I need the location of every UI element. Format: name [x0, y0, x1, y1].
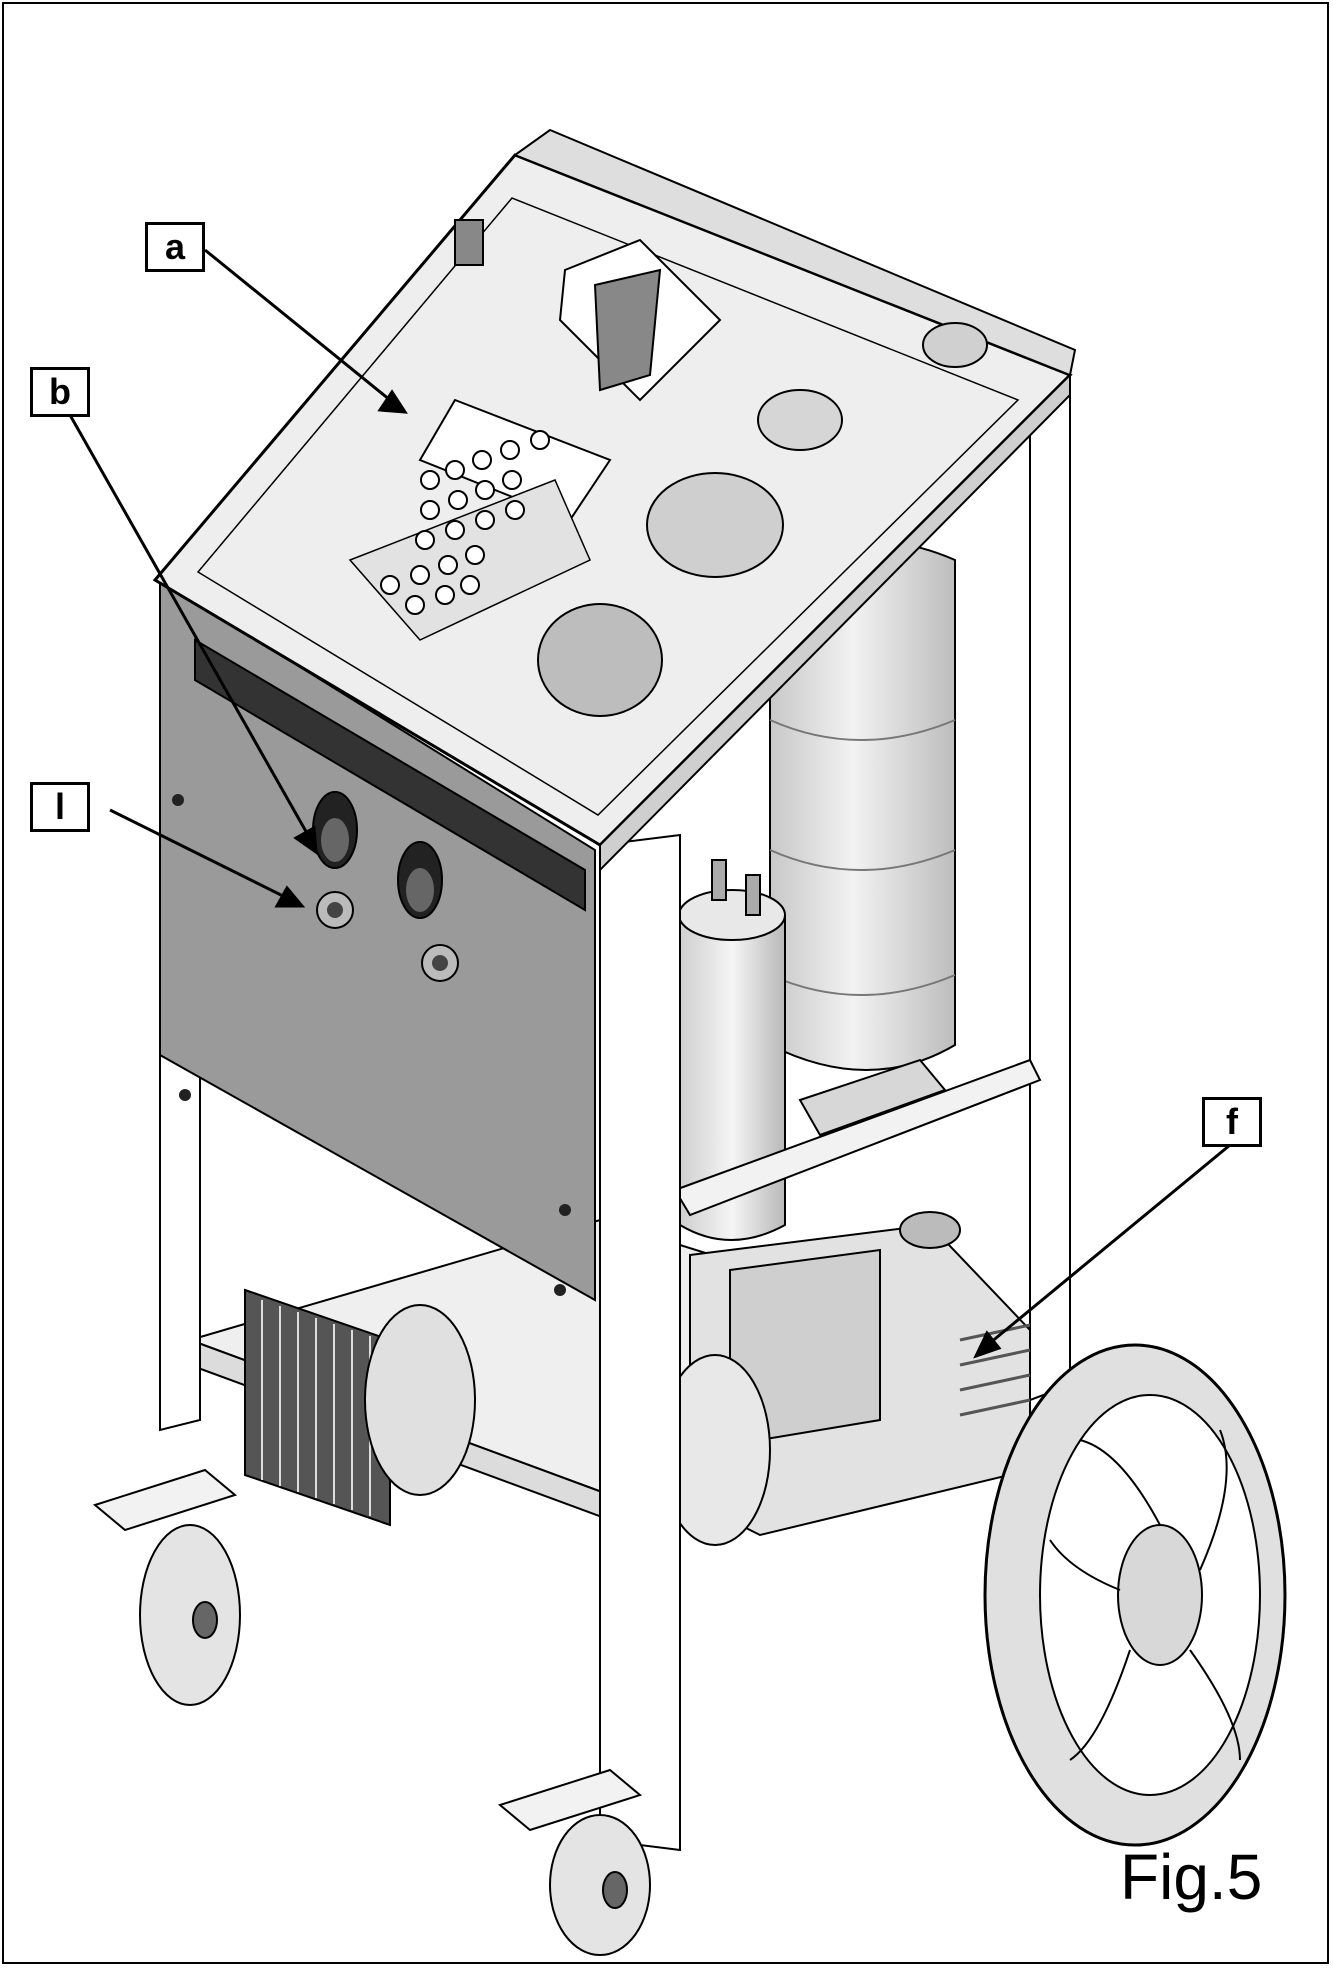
middle-shelf	[673, 1058, 1042, 1217]
arrow-head-a	[377, 389, 408, 414]
caster-left	[92, 1468, 241, 1706]
large-wheel	[983, 1343, 1287, 1847]
valve-knob-right	[397, 841, 443, 919]
top-panel	[152, 128, 1077, 873]
hose-connector-right	[421, 944, 459, 982]
figure-caption: Fig.5	[1120, 1841, 1263, 1913]
arrow-head-l	[274, 885, 306, 908]
leader-lines	[68, 248, 1231, 1359]
filter-cylinder	[678, 859, 786, 1241]
caster-right	[497, 1768, 651, 1956]
front-panel	[159, 578, 596, 1302]
vacuum-pump	[659, 1211, 1031, 1546]
callout-l: l	[30, 782, 90, 832]
leader-line-a	[204, 248, 391, 402]
arrow-head-b	[293, 825, 318, 856]
rear-frame	[1029, 363, 1071, 1402]
valve-knob-left	[312, 791, 358, 869]
callout-b: b	[30, 367, 90, 417]
leader-line-l	[109, 808, 286, 899]
condenser-fan-unit	[244, 1288, 476, 1527]
callout-a: a	[145, 222, 205, 272]
front-right-post	[599, 833, 681, 1852]
leader-line-b	[68, 414, 310, 836]
hose-connector-left	[316, 891, 354, 929]
leader-line-f	[989, 1143, 1231, 1345]
callout-f: f	[1202, 1097, 1262, 1147]
arrow-head-f	[973, 1330, 1002, 1359]
